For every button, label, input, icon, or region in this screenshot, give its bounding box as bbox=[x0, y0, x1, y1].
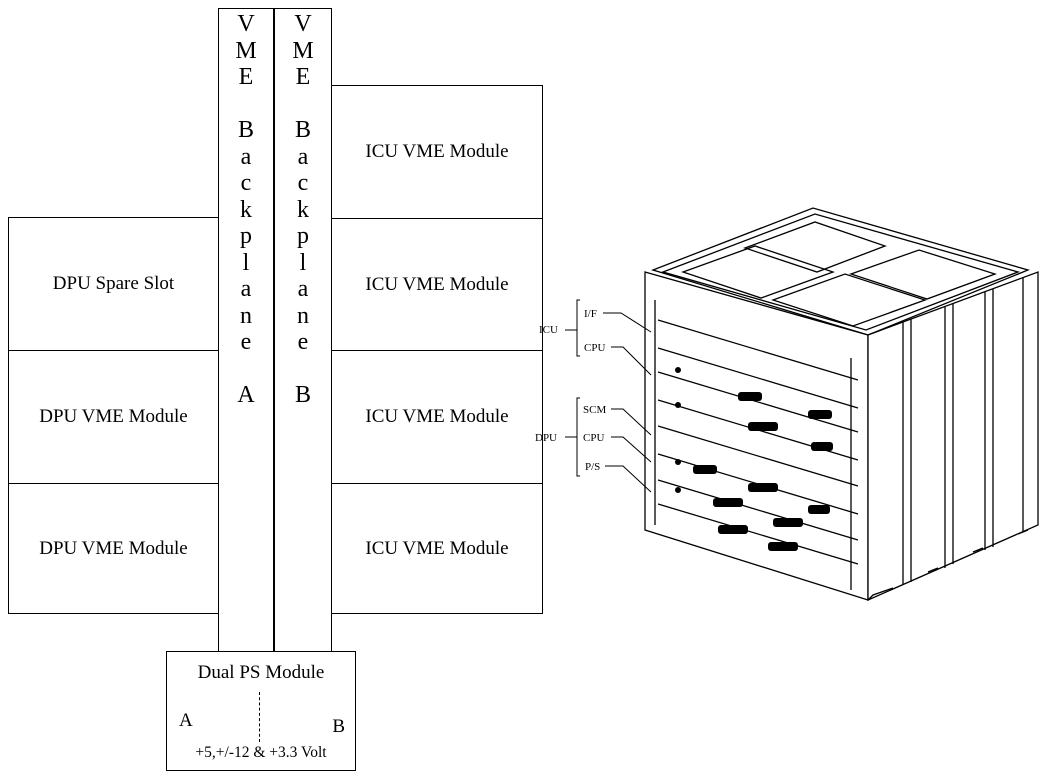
backplane-a-letter: M bbox=[235, 37, 257, 64]
label-dpu-cpu: CPU bbox=[583, 432, 604, 444]
backplane-b-letter: a bbox=[297, 143, 309, 170]
backplane-b-letter: M bbox=[292, 37, 314, 64]
backplane-a-letter: V bbox=[237, 11, 255, 37]
ps-title: Dual PS Module bbox=[197, 662, 325, 683]
backplane-b-letter: p bbox=[297, 223, 309, 249]
backplane-b-letter: B bbox=[294, 117, 311, 143]
backplane-a-letter: a bbox=[240, 143, 252, 170]
backplane-b-letter bbox=[300, 91, 306, 118]
dual-ps-module: Dual PS Module A B +5,+/-12 & +3.3 Volt bbox=[166, 651, 356, 771]
backplane-b-letter: l bbox=[299, 249, 307, 276]
backplane-a-letter: p bbox=[240, 223, 252, 249]
label-dpu: DPU bbox=[535, 432, 557, 444]
backplane-b-letter: B bbox=[294, 382, 311, 408]
icu-vme-module-1: ICU VME Module bbox=[331, 85, 543, 219]
label-icu-cpu: CPU bbox=[584, 342, 605, 354]
backplane-b-letter: a bbox=[297, 276, 309, 302]
backplane-a-letter: c bbox=[240, 170, 252, 196]
ps-voltages: +5,+/-12 & +3.3 Volt bbox=[195, 744, 327, 761]
dpu-spare-slot: DPU Spare Slot bbox=[8, 217, 219, 351]
backplane-a-letter: k bbox=[240, 196, 252, 223]
chassis-illustration: ICU I/F CPU DPU SCM CPU P/S bbox=[535, 207, 1039, 601]
backplane-a-letter bbox=[243, 91, 249, 118]
icu-vme-module-4: ICU VME Module bbox=[331, 483, 543, 614]
backplane-a-letter: E bbox=[238, 64, 254, 90]
dpu-vme-module-2: DPU VME Module bbox=[8, 483, 219, 614]
label-scm: SCM bbox=[583, 404, 606, 416]
backplane-b-letter: n bbox=[297, 302, 309, 329]
backplane-b-letter bbox=[300, 356, 306, 383]
icu-vme-module-2: ICU VME Module bbox=[331, 218, 543, 351]
backplane-a-letter: l bbox=[242, 249, 250, 276]
backplane-b-letter: V bbox=[294, 11, 312, 37]
label-if: I/F bbox=[584, 308, 597, 320]
backplane-b-letter: e bbox=[297, 329, 309, 355]
label-icu: ICU bbox=[539, 324, 558, 336]
ps-side-b: B bbox=[332, 716, 345, 737]
backplane-b-letter: c bbox=[297, 170, 309, 196]
label-ps: P/S bbox=[585, 461, 600, 473]
dpu-vme-module-1: DPU VME Module bbox=[8, 350, 219, 484]
backplane-b-letter: k bbox=[297, 196, 309, 223]
backplane-a-letter: e bbox=[240, 329, 252, 355]
icu-vme-module-3: ICU VME Module bbox=[331, 350, 543, 484]
backplane-a-letter: B bbox=[237, 117, 254, 143]
backplane-b-letter: E bbox=[295, 64, 311, 90]
backplane-a-letter: A bbox=[237, 382, 255, 408]
ps-side-a: A bbox=[179, 710, 193, 731]
backplane-a-letter: n bbox=[240, 302, 252, 329]
ps-divider bbox=[259, 692, 260, 742]
backplane-a-letter: a bbox=[240, 276, 252, 302]
backplane-a-letter bbox=[243, 356, 249, 383]
